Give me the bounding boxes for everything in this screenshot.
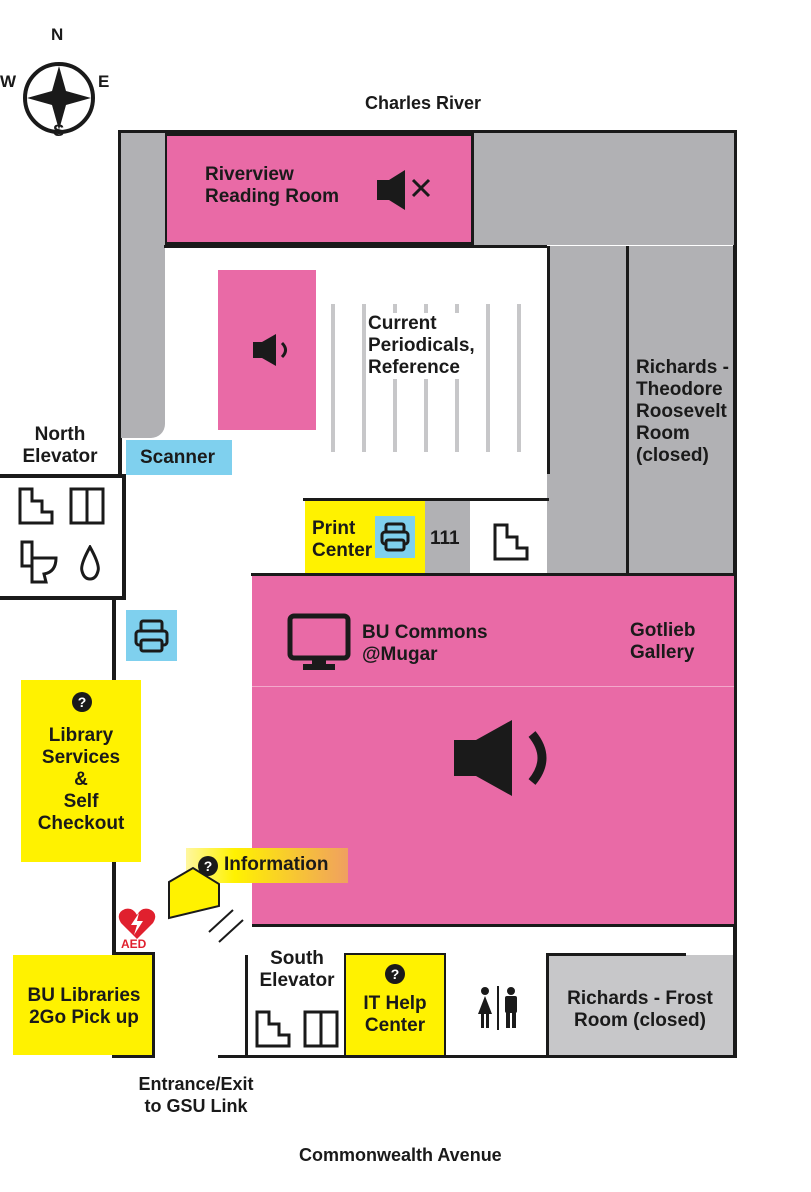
commons-divider [252, 686, 734, 687]
divider-line [164, 245, 547, 248]
water-drop-icon [78, 545, 102, 581]
wall-west-upper [118, 130, 122, 476]
printer-icon [380, 522, 410, 552]
speaker-loud-icon [452, 718, 562, 798]
scanner-label: Scanner [140, 447, 215, 468]
west-corridor [121, 133, 165, 438]
room-111[interactable] [425, 500, 470, 574]
south-elevator-label: South Elevator [259, 948, 335, 991]
compass-north-label: N [51, 25, 64, 44]
wall-frost-top [546, 953, 686, 956]
printer-icon [134, 619, 169, 653]
wall-frost-west [546, 953, 549, 1057]
speaker-low-icon [252, 333, 296, 367]
gotlieb-gallery-label: Gotlieb Gallery [630, 620, 696, 663]
charles-river-label: Charles River [365, 93, 482, 113]
elevator-icon[interactable] [303, 1010, 339, 1048]
wall-south [218, 1055, 736, 1058]
wall-commons-top [251, 573, 735, 576]
room-111-label: 111 [430, 528, 460, 549]
wall-print-row [303, 498, 549, 501]
print-center-printer[interactable] [375, 516, 415, 558]
wall-2go-east [152, 952, 155, 1058]
compass: N S E W [0, 18, 120, 142]
compass-rose-icon [23, 62, 95, 134]
question-mark-icon: ? [385, 964, 405, 984]
information-counter [165, 864, 223, 920]
current-periodicals-label: Current Periodicals, Reference [368, 313, 479, 379]
compass-west-label: W [0, 72, 17, 91]
scanner[interactable] [126, 440, 232, 475]
information-label: Information [224, 854, 329, 875]
north-elevator-label: North Elevator [22, 424, 98, 467]
compass-east-label: E [98, 72, 110, 91]
wall-2go-top [115, 952, 155, 955]
wall-north [118, 130, 736, 134]
richards-frost-label: Richards - Frost Room (closed) [567, 988, 713, 1031]
computer-monitor-icon [287, 613, 351, 673]
stairs-icon [493, 523, 529, 561]
it-help-label: IT Help Center [363, 993, 427, 1036]
entrance-exit-label: Entrance/Exit to GSU Link [138, 1074, 254, 1116]
northeast-stacks [474, 133, 734, 245]
richards-roosevelt-label: Richards - Theodore Roosevelt Room (clos… [636, 357, 729, 466]
restroom-icon [473, 986, 523, 1030]
aed-label: AED [121, 937, 147, 951]
commonwealth-avenue-label: Commonwealth Avenue [299, 1145, 502, 1165]
question-mark-icon: ? [72, 692, 92, 712]
library-services-label: Library Services & Self Checkout [37, 725, 125, 834]
toilet-icon [20, 540, 60, 584]
stairs-icon [255, 1010, 291, 1048]
riverview-reading-room-label: Riverview Reading Room [205, 164, 340, 207]
wall-roosevelt-west [626, 246, 629, 574]
stairs-icon [18, 487, 54, 525]
wall-commons-bottom [252, 924, 735, 927]
wall-south-elevator-west [245, 955, 248, 1055]
aed-station[interactable]: AED [117, 905, 157, 953]
svg-text:?: ? [204, 858, 213, 874]
printer-station[interactable] [126, 610, 177, 661]
richards-roosevelt-room[interactable] [629, 246, 733, 574]
wall-east [733, 130, 737, 1058]
richards-frost-room[interactable] [547, 955, 733, 1055]
compass-south-label: S [53, 121, 65, 140]
door-marks [207, 908, 247, 946]
svg-text:?: ? [391, 966, 400, 982]
libraries-2go-pickup[interactable] [13, 955, 155, 1055]
elevator-icon[interactable] [69, 487, 105, 525]
bu-commons-label: BU Commons @Mugar [362, 622, 488, 665]
libraries-2go-label: BU Libraries 2Go Pick up [27, 985, 141, 1028]
wall-shelves-east [547, 246, 550, 474]
commons-open-area[interactable] [252, 687, 734, 924]
question-mark-icon: ? [198, 856, 218, 876]
speaker-muted-icon [375, 168, 435, 212]
east-stacks-left [547, 246, 627, 574]
aed-heart-icon [118, 908, 156, 939]
wall-2go-bottom [115, 1055, 155, 1058]
svg-text:?: ? [78, 694, 87, 710]
print-center-label: Print Center [312, 518, 373, 561]
